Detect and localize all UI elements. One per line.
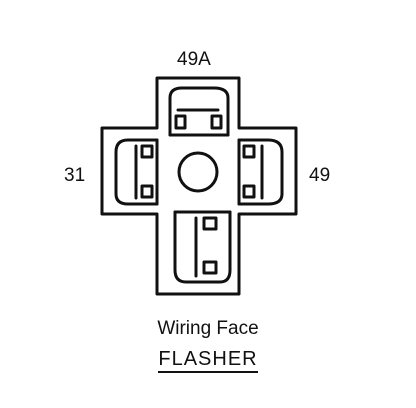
terminal-slot-left xyxy=(114,138,159,206)
connector-housing-outline xyxy=(100,76,298,296)
terminal-label-49: 49 xyxy=(309,165,331,186)
center-post xyxy=(177,151,219,193)
terminal-label-49a: 49A xyxy=(177,49,211,70)
caption-line-2: FLASHER xyxy=(158,348,258,373)
terminal-slot-top xyxy=(168,86,230,137)
caption-flasher: FLASHER xyxy=(0,348,416,373)
caption-line-1: Wiring Face xyxy=(157,318,259,339)
terminal-slot-right xyxy=(237,138,284,206)
terminal-label-31: 31 xyxy=(64,165,86,186)
caption-wiring-face: Wiring Face xyxy=(0,318,416,340)
terminal-slot-bottom xyxy=(173,210,232,284)
